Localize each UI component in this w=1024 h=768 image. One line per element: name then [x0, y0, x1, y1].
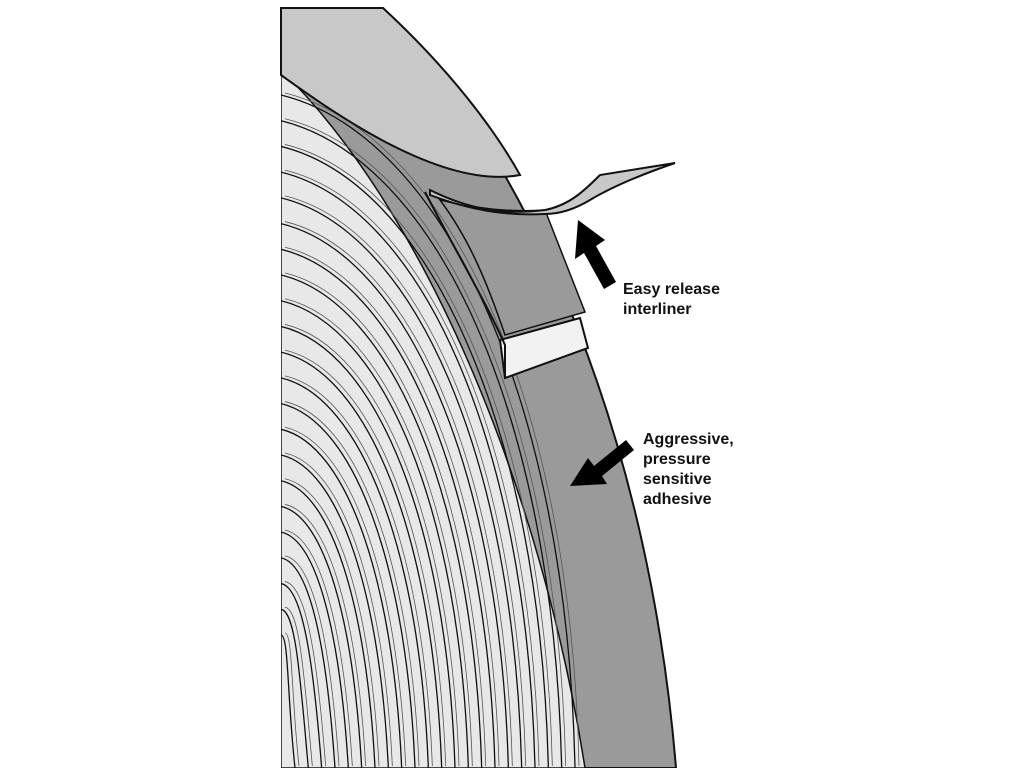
tape-layer-line — [281, 480, 376, 768]
tape-layer-line — [281, 120, 563, 768]
tape-layer-line — [284, 452, 393, 767]
tape-layer-line — [284, 246, 500, 767]
interliner-arrow — [575, 220, 616, 289]
tape-layer-line — [284, 504, 367, 767]
tape-layer-line — [284, 401, 420, 767]
tape-layer-line — [284, 118, 567, 767]
tape-layer-line — [284, 632, 300, 767]
tape-layer-line — [284, 555, 340, 767]
tape-layer-line — [281, 582, 323, 768]
tape-layer-line — [281, 505, 363, 768]
tape-layer-line — [284, 144, 553, 767]
tape-layer-line — [281, 145, 549, 768]
tape-layer-line — [284, 478, 380, 767]
tape-layer-line — [284, 324, 460, 767]
tape-end-foam-face — [498, 316, 590, 380]
wound-tape-layers — [281, 92, 580, 768]
tape-layer-line — [284, 606, 313, 767]
tape-roll-cross-section — [281, 7, 678, 768]
tape-layer-line — [281, 557, 336, 768]
tape-layer-line — [281, 402, 416, 768]
tape-layer-line — [281, 377, 429, 768]
tape-layer-line — [281, 171, 536, 768]
arrow-icon — [575, 220, 616, 289]
adhesive-label-line-4: adhesive — [643, 491, 712, 508]
arrow-icon — [570, 440, 634, 486]
tape-layer-line — [281, 531, 349, 768]
interliner-strip — [280, 7, 522, 178]
tape-layer-line — [281, 197, 523, 768]
adhesive-arrow — [570, 440, 634, 486]
tape-layer-line — [284, 426, 407, 767]
tape-layer-line — [284, 298, 473, 767]
tape-layer-line — [281, 94, 576, 768]
tape-layer-line — [281, 222, 509, 768]
tape-layer-line — [284, 349, 447, 767]
tape-layer-line — [281, 608, 309, 768]
tape-end-top-edge — [424, 191, 506, 378]
interliner-label-line-1: Easy release — [623, 281, 720, 298]
tape-layer-line — [284, 195, 527, 767]
adhesive-label-line-1: Aggressive, — [643, 431, 734, 448]
tape-layer-line — [281, 454, 389, 768]
tape-layer-line — [281, 351, 443, 768]
peeling-interliner-flap — [429, 162, 676, 216]
tape-layer-line — [281, 428, 403, 768]
interliner-label-line-2: interliner — [623, 301, 692, 318]
tape-layer-line — [281, 274, 483, 768]
adhesive-label-line-3: sensitive — [643, 471, 712, 488]
tape-layer-line — [284, 221, 513, 767]
tape-layer-line — [284, 581, 327, 767]
tape-layer-line — [284, 375, 433, 767]
interliner-callout: Easy release interliner — [623, 280, 720, 320]
tape-layer-line — [281, 248, 496, 768]
tape-layer-line — [281, 634, 296, 768]
tape-layer-line — [281, 300, 469, 768]
tape-layer-line — [284, 169, 540, 767]
adhesive-callout: Aggressive, pressure sensitive adhesive — [643, 430, 734, 510]
tape-layer-line — [284, 529, 353, 767]
tape-layer-line — [284, 272, 487, 767]
tape-layer-line — [281, 325, 456, 768]
adhesive-label-line-2: pressure — [643, 451, 711, 468]
